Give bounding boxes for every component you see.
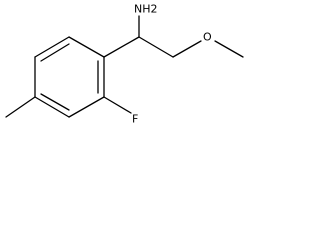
atom-labels: NH2 F O bbox=[132, 3, 212, 126]
ring-bond-c3-c4 bbox=[34, 96, 70, 118]
ring-bond-c2-c3 bbox=[68, 96, 105, 118]
ring-bond-c5-c6 bbox=[34, 36, 70, 58]
ring-double-bond-c3-c4 bbox=[40, 93, 70, 111]
ether-bond-right bbox=[214, 40, 244, 58]
methyl-bond bbox=[5, 96, 36, 118]
fluoro-label: F bbox=[132, 113, 138, 126]
amine-label: NH2 bbox=[134, 3, 158, 16]
methoxy-oxygen-label: O bbox=[203, 31, 212, 44]
bond-lines bbox=[5, 15, 244, 118]
alpha-carbon-bond bbox=[103, 36, 140, 58]
ring-bond-c6-c1 bbox=[68, 36, 105, 58]
methylene-bond bbox=[138, 36, 174, 58]
fluoro-bond bbox=[103, 96, 132, 114]
ring-double-bond-c5-c6 bbox=[40, 43, 70, 62]
chemical-structure-diagram: NH2 F O bbox=[5, 3, 244, 126]
ether-bond-left bbox=[172, 40, 202, 58]
